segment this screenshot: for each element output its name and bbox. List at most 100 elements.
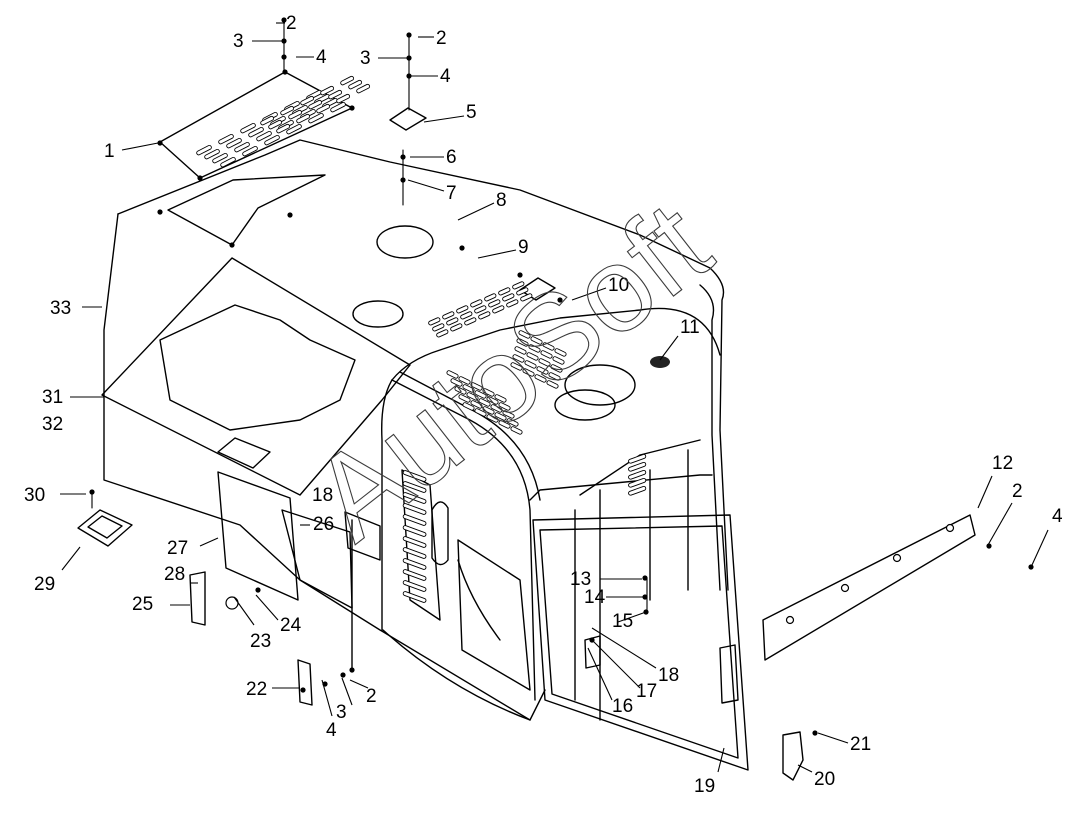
vent-slat (428, 317, 441, 326)
callout-24: 24 (280, 615, 302, 636)
fastener-dot (642, 575, 648, 581)
callout-29: 29 (34, 574, 55, 595)
leader-line (407, 179, 445, 192)
vent-slat (218, 133, 234, 145)
vent-slat (522, 368, 535, 377)
leader-line (977, 475, 993, 509)
vent-slat (256, 130, 272, 142)
top-vent-cover (159, 71, 353, 179)
vent-slat (478, 311, 491, 320)
vent-slat (280, 105, 295, 116)
vent-slat (470, 400, 483, 409)
callout-15: 15 (612, 611, 633, 632)
fastener-dot (282, 69, 288, 75)
vent-slat (276, 123, 291, 134)
vent-slat (320, 85, 335, 96)
vent-slat (536, 366, 549, 375)
vent-slat (458, 376, 471, 385)
vent-slat (486, 414, 499, 423)
callout-2: 2 (366, 686, 377, 707)
vent-slat (288, 109, 303, 120)
leader-line (571, 287, 607, 301)
vent-slat (402, 503, 427, 515)
fastener-dot (157, 209, 163, 215)
leader-line (591, 627, 657, 669)
vent-slat (494, 394, 507, 403)
side-strip (762, 514, 976, 661)
vent-slat (464, 317, 477, 326)
vent-slat (492, 305, 505, 314)
callout-18: 18 (312, 485, 333, 506)
callout-27: 27 (167, 538, 188, 559)
door-frame (532, 514, 749, 771)
vent-slat (460, 311, 473, 320)
vent-slat (260, 115, 275, 126)
vent-slat (330, 101, 346, 113)
vent-slat (538, 358, 551, 367)
vent-slat (220, 156, 236, 168)
vent-slat (542, 342, 555, 351)
vent-slat (402, 536, 427, 548)
vent-slat (446, 317, 459, 326)
watermark: AutoSoft (289, 176, 734, 565)
vent-slat (512, 281, 525, 290)
leader-line (477, 249, 517, 259)
leader-line (121, 142, 159, 151)
vent-slat (402, 558, 427, 570)
vent-slat (550, 364, 563, 373)
roof-openings (167, 174, 636, 421)
callout-14: 14 (584, 587, 606, 608)
vent-slat (450, 378, 463, 387)
vent-slat (296, 113, 311, 124)
vent-slat (628, 461, 647, 472)
vent-slat (240, 122, 256, 134)
vent-slat (316, 103, 331, 114)
vent-slat (356, 83, 371, 94)
vent-slat (436, 329, 449, 338)
vent-slat (546, 380, 559, 389)
vent-slat (628, 477, 647, 488)
vent-slat (530, 336, 543, 345)
callout-16: 16 (612, 696, 633, 717)
leader-line (349, 679, 369, 689)
vent-slat (470, 382, 483, 391)
fastener-dot (157, 140, 163, 146)
vent-slat (534, 374, 547, 383)
leader-lines (60, 22, 1049, 773)
vent-slat (478, 398, 491, 407)
vent-slat (512, 354, 525, 363)
vent-slat (336, 93, 351, 104)
callout-25: 25 (132, 594, 153, 615)
vent-slat (234, 141, 250, 153)
leader-line (987, 502, 1013, 546)
vent-slat (554, 348, 567, 357)
vent-slat (518, 330, 531, 339)
fastener-dot (197, 175, 203, 181)
fastener-dot (300, 687, 306, 693)
callout-10: 10 (608, 275, 629, 296)
leader-line (457, 202, 495, 221)
vent-slat (502, 410, 515, 419)
lower-panels (217, 471, 381, 671)
vent-slat (482, 406, 495, 415)
vent-slat (462, 384, 475, 393)
callout-18: 18 (658, 665, 679, 686)
callout-4: 4 (1052, 506, 1063, 527)
callout-4: 4 (316, 47, 327, 68)
fastener-dot (406, 55, 412, 61)
vent-slat (308, 112, 324, 124)
callout-26: 26 (313, 514, 334, 535)
callout-3: 3 (336, 702, 347, 723)
leader-line (617, 611, 647, 623)
callout-3: 3 (360, 48, 371, 69)
vent-slat (548, 372, 561, 381)
screw-hole (840, 583, 850, 593)
vent-slat (506, 418, 519, 427)
leader-line (255, 594, 279, 621)
fastener-dot (406, 73, 412, 79)
leader-line (423, 115, 465, 123)
callout-3: 3 (233, 31, 244, 52)
callout-28: 28 (164, 564, 185, 585)
vent-slat (248, 126, 264, 138)
